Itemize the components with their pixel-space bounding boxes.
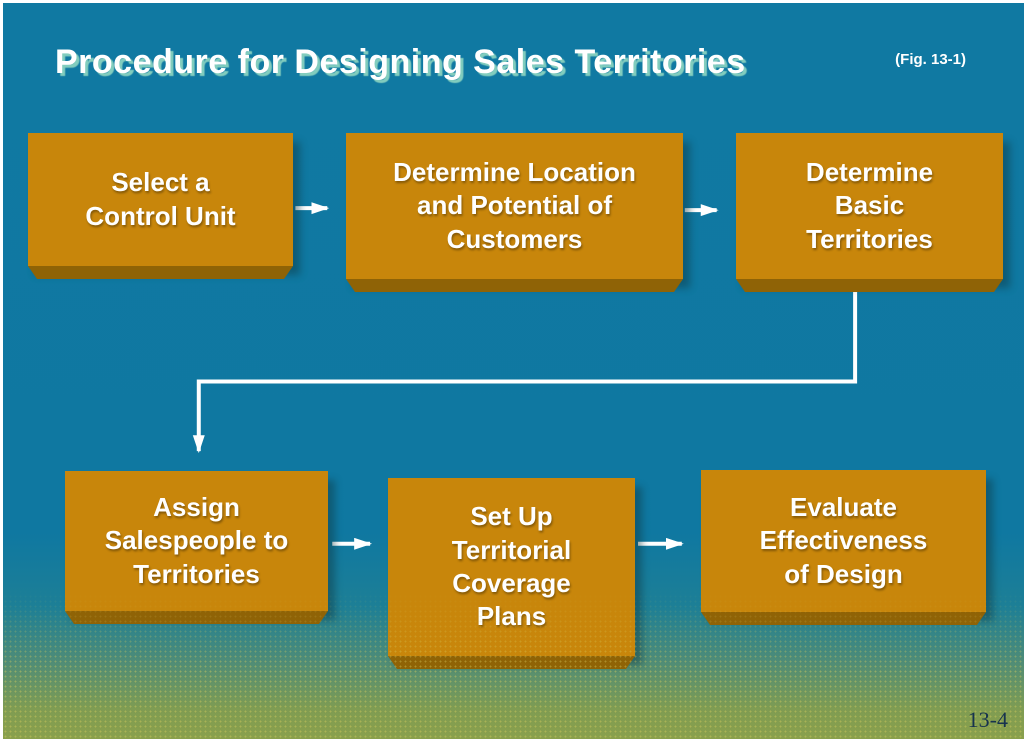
- flow-box-assign-salespeople: Assign Salespeople to Territories: [65, 471, 328, 611]
- slide-title: Procedure for Designing Sales Territorie…: [55, 43, 746, 81]
- flow-box-select-control-unit: Select a Control Unit: [28, 133, 293, 266]
- flow-box-determine-location-potential: Determine Location and Potential of Cust…: [346, 133, 683, 279]
- flow-box-evaluate-effectiveness: Evaluate Effectiveness of Design: [701, 470, 986, 612]
- flow-box-label: Evaluate Effectiveness of Design: [759, 492, 928, 589]
- flow-box-label: Assign Salespeople to Territories: [104, 492, 289, 589]
- flow-box-setup-territorial-coverage: Set Up Territorial Coverage Plans: [388, 478, 635, 656]
- flow-box-label: Determine Location and Potential of Cust…: [393, 157, 636, 254]
- figure-reference-label: (Fig. 13-1): [895, 51, 966, 68]
- flow-box-label: Select a Control Unit: [85, 167, 236, 231]
- flow-box-label: Determine Basic Territories: [805, 157, 934, 254]
- slide-page-number: 13-4: [967, 707, 1008, 732]
- flow-box-label: Set Up Territorial Coverage Plans: [451, 501, 572, 632]
- arrow-box3-to-box4: [192, 290, 858, 454]
- flow-box-determine-basic-territories: Determine Basic Territories: [736, 133, 1003, 279]
